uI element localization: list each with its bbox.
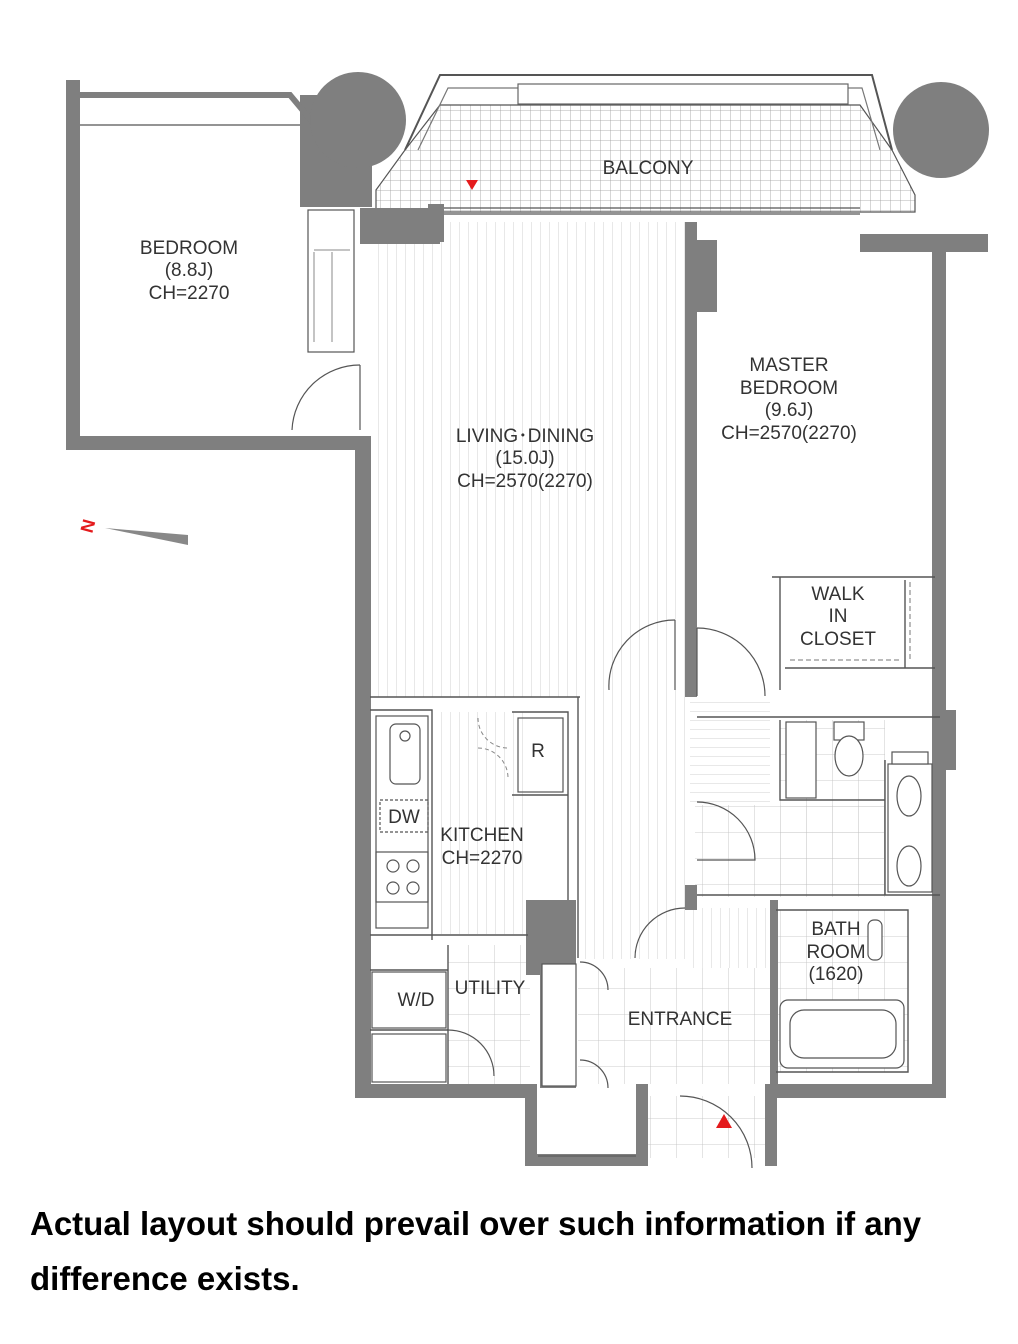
bathroom-size: (1620) [809, 964, 864, 985]
bedroom-size: (8.8J) [165, 260, 214, 281]
floor-plan: N BALCONY BEDROOM (8.8J) CH=2270 LIVING･… [66, 72, 989, 1169]
bedroom-closet-doors [313, 249, 350, 342]
utility-label: UTILITY [455, 978, 526, 999]
bedroom-ceiling: CH=2270 [149, 283, 230, 304]
hall-floor [580, 697, 685, 959]
living-floor [370, 222, 685, 697]
door-swings [291, 364, 766, 1169]
balcony-railing [404, 74, 893, 151]
kitchen-counter [375, 715, 564, 929]
bedroom-closet [307, 209, 355, 353]
living-size: (15.0J) [495, 448, 554, 469]
living-label: LIVING･DINING [456, 426, 594, 447]
living-ceiling: CH=2570(2270) [457, 471, 593, 492]
master-bedroom-label-1: MASTER [749, 355, 828, 376]
corridor-floor-2 [685, 908, 770, 968]
compass-needle [105, 528, 188, 545]
corridor-floor [690, 697, 770, 802]
bathtub [779, 919, 905, 1069]
compass-letter: N [77, 517, 100, 535]
wic-label-3: CLOSET [800, 629, 876, 650]
washer-dryer-label: W/D [398, 990, 435, 1011]
entrance-arrow-marker [716, 1114, 732, 1128]
balcony-label: BALCONY [603, 158, 694, 179]
kitchen-label: KITCHEN [440, 825, 523, 846]
walls [66, 80, 988, 1166]
master-bedroom-ceiling: CH=2570(2270) [721, 423, 857, 444]
washer-dryer [371, 971, 447, 1029]
disclaimer-text: Actual layout should prevail over such i… [30, 1205, 922, 1297]
utility-shelf [371, 1033, 447, 1083]
wic-rods [790, 582, 911, 661]
porch-floor [645, 1096, 770, 1158]
kitchen-ceiling: CH=2270 [442, 848, 523, 869]
toilet [833, 721, 865, 777]
refrigerator-label: R [531, 741, 545, 762]
bedroom-label: BEDROOM [140, 238, 238, 259]
kitchen-cabinet-doors [477, 717, 509, 779]
bedroom-top-wall [72, 92, 318, 127]
entrance-floor [578, 968, 770, 1084]
master-bedroom-label-2: BEDROOM [740, 378, 838, 399]
column-left [310, 72, 406, 168]
partitions [370, 576, 940, 1084]
balcony-sash [517, 83, 849, 105]
vanity [887, 751, 933, 893]
bathroom-label-1: BATH [811, 919, 860, 940]
toilet-cabinet [785, 721, 817, 799]
balcony-floor [375, 104, 916, 213]
balcony-arrow-marker [466, 180, 478, 190]
shoe-cabinet [541, 963, 577, 1087]
wic-label-2: IN [829, 606, 848, 627]
washroom-floor [695, 805, 885, 897]
bathroom-label-2: ROOM [806, 942, 865, 963]
dishwasher-label: DW [388, 807, 420, 828]
entrance-label: ENTRANCE [628, 1009, 733, 1030]
wic-label-1: WALK [811, 584, 864, 605]
master-bedroom-size: (9.6J) [765, 400, 814, 421]
balcony-windows [444, 207, 860, 215]
column-right [893, 82, 989, 178]
kitchen-floor [432, 712, 524, 934]
utility-floor [448, 945, 530, 1085]
